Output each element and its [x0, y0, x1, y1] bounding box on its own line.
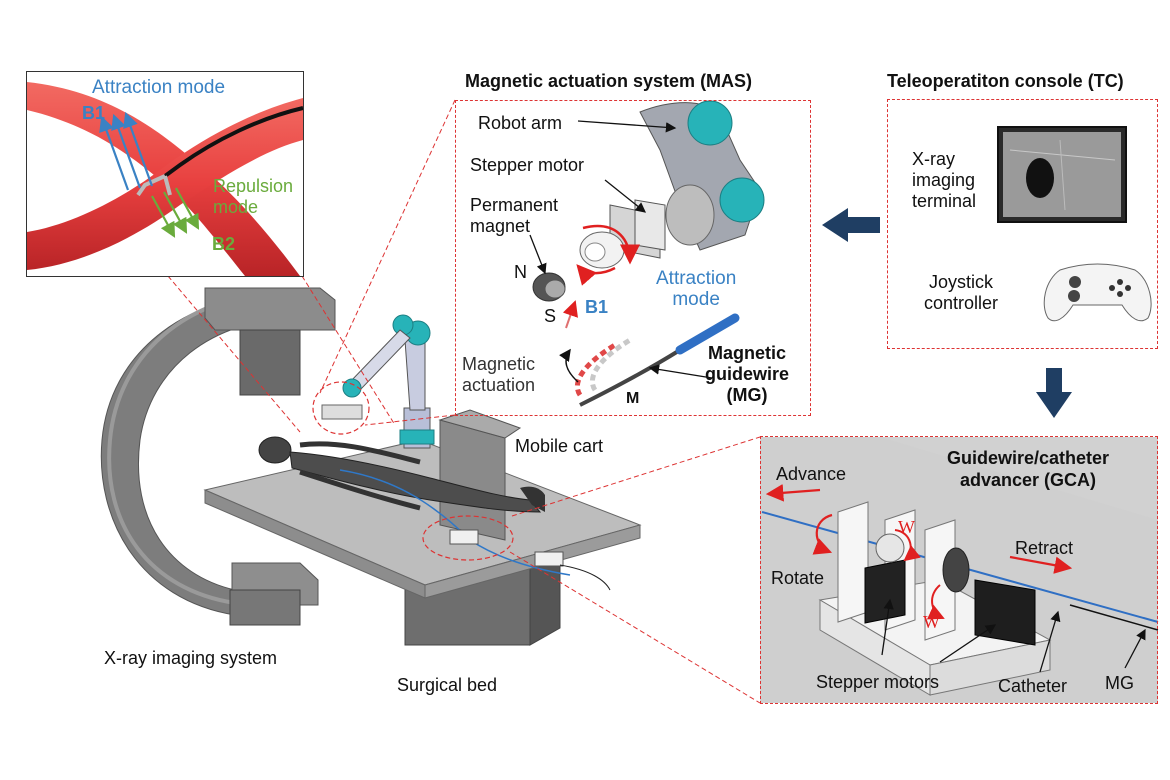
- surgical-bed-graphic: [203, 439, 642, 646]
- rotate-label: Rotate: [771, 568, 825, 588]
- flow-arrows: [822, 208, 1072, 418]
- vessel-inset: [26, 71, 304, 277]
- mobile-cart-label: Mobile cart: [515, 436, 604, 456]
- magnet-s-label: S: [544, 306, 557, 326]
- mas-pointer-lines: [529, 120, 713, 379]
- gca-panel: [760, 436, 1158, 704]
- xray-terminal-label: X-ray imaging terminal: [912, 149, 977, 211]
- mas-title: Magnetic actuation system (MAS): [465, 71, 753, 91]
- retract-label: Retract: [1015, 538, 1074, 558]
- inset-b2-label: B2: [212, 234, 236, 254]
- surgical-bed-label: Surgical bed: [397, 675, 498, 695]
- joystick-label: Joystick controller: [924, 272, 999, 313]
- repulsion-mode-label: Repulsion mode: [213, 176, 294, 217]
- tc-to-gca-arrow: [1036, 368, 1072, 418]
- vessel-inset-graphic: [27, 72, 304, 276]
- magnet-n-label: N: [514, 262, 527, 282]
- inset-b1-label: B1: [82, 103, 106, 123]
- zoom-connector-lines: [167, 99, 761, 704]
- permanent-magnet-label: Permanent magnet: [470, 195, 559, 236]
- w-label-1: W: [898, 517, 915, 537]
- stepper-motor-label: Stepper motor: [470, 155, 585, 175]
- mobile-cart-graphic: [438, 409, 522, 541]
- scene-robot-arm: [312, 314, 435, 449]
- tc-to-mas-arrow: [822, 208, 880, 242]
- magnetic-actuation-label: Magnetic actuation: [462, 354, 536, 395]
- advance-label: Advance: [776, 464, 847, 484]
- mas-attraction-mode-label: Attraction mode: [656, 268, 737, 310]
- attraction-mode-label: Attraction mode: [92, 77, 226, 98]
- mas-b1-label: B1: [585, 297, 609, 317]
- xray-system-label: X-ray imaging system: [104, 648, 278, 668]
- xray-c-arm: [100, 287, 336, 626]
- gca-title: Guidewire/catheter advancer (GCA): [947, 448, 1110, 490]
- gca-graphic: [760, 437, 1159, 703]
- tc-title: Teleoperatiton console (TC): [887, 71, 1124, 91]
- w-label-2: W: [923, 612, 940, 632]
- catheter-label: Catheter: [998, 676, 1068, 696]
- mas-panel: [455, 100, 811, 416]
- tc-panel: [887, 99, 1158, 349]
- m-label: M: [626, 390, 640, 407]
- stepper-motors-label: Stepper motors: [816, 672, 940, 692]
- patient-graphic: [258, 436, 611, 591]
- mas-graphic: [532, 100, 765, 407]
- robot-arm-label: Robot arm: [478, 113, 563, 133]
- mg-label: MG: [1105, 673, 1134, 693]
- magnetic-guidewire-label: Magnetic guidewire (MG): [705, 343, 790, 405]
- tc-graphic: [997, 126, 1152, 322]
